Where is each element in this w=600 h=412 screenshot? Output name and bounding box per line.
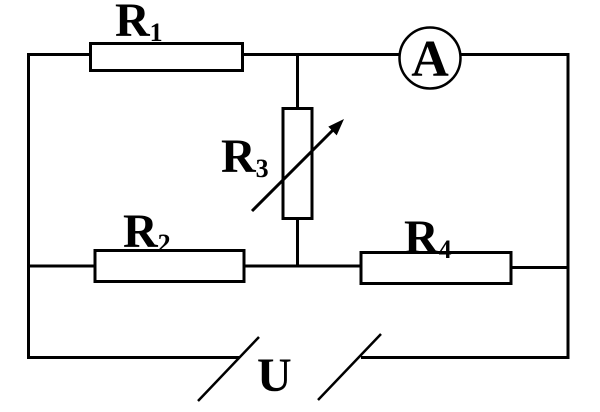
resistor-r3-label-base: R <box>221 130 257 183</box>
resistor-r4-body <box>359 251 513 285</box>
resistor-r1: R1 <box>89 0 244 72</box>
resistor-r1-label: R1 <box>115 0 163 47</box>
resistor-r4-label-base: R <box>404 211 440 264</box>
rheostat-arrow-icon <box>328 119 344 136</box>
voltage-source: U <box>197 333 382 402</box>
resistor-r4: R4 <box>359 211 513 285</box>
variable-resistor-r3: R3 <box>221 107 344 220</box>
resistor-r2-body <box>93 249 246 283</box>
resistor-r1-body <box>89 42 244 72</box>
source-voltage-label: U <box>257 349 292 402</box>
source-terminal-slash-left <box>197 336 260 402</box>
resistor-r3-label-subscript: 3 <box>256 154 269 183</box>
resistor-r1-label-base: R <box>115 0 151 47</box>
resistor-r3-label: R3 <box>221 130 269 183</box>
resistor-r2-label-base: R <box>123 205 159 258</box>
ammeter-body <box>398 26 462 90</box>
ammeter-label: A <box>411 31 449 88</box>
resistor-r4-label-subscript: 4 <box>439 235 452 264</box>
ammeter: A <box>398 26 462 90</box>
rheostat-arrow-shaft <box>250 127 336 213</box>
resistor-r1-label-subscript: 1 <box>150 18 163 47</box>
resistor-r2-label: R2 <box>123 205 171 258</box>
resistor-r2-label-subscript: 2 <box>158 229 171 258</box>
resistor-r4-label: R4 <box>404 211 452 264</box>
source-terminal-slash-right <box>317 333 382 401</box>
resistor-r2: R2 <box>93 205 246 283</box>
